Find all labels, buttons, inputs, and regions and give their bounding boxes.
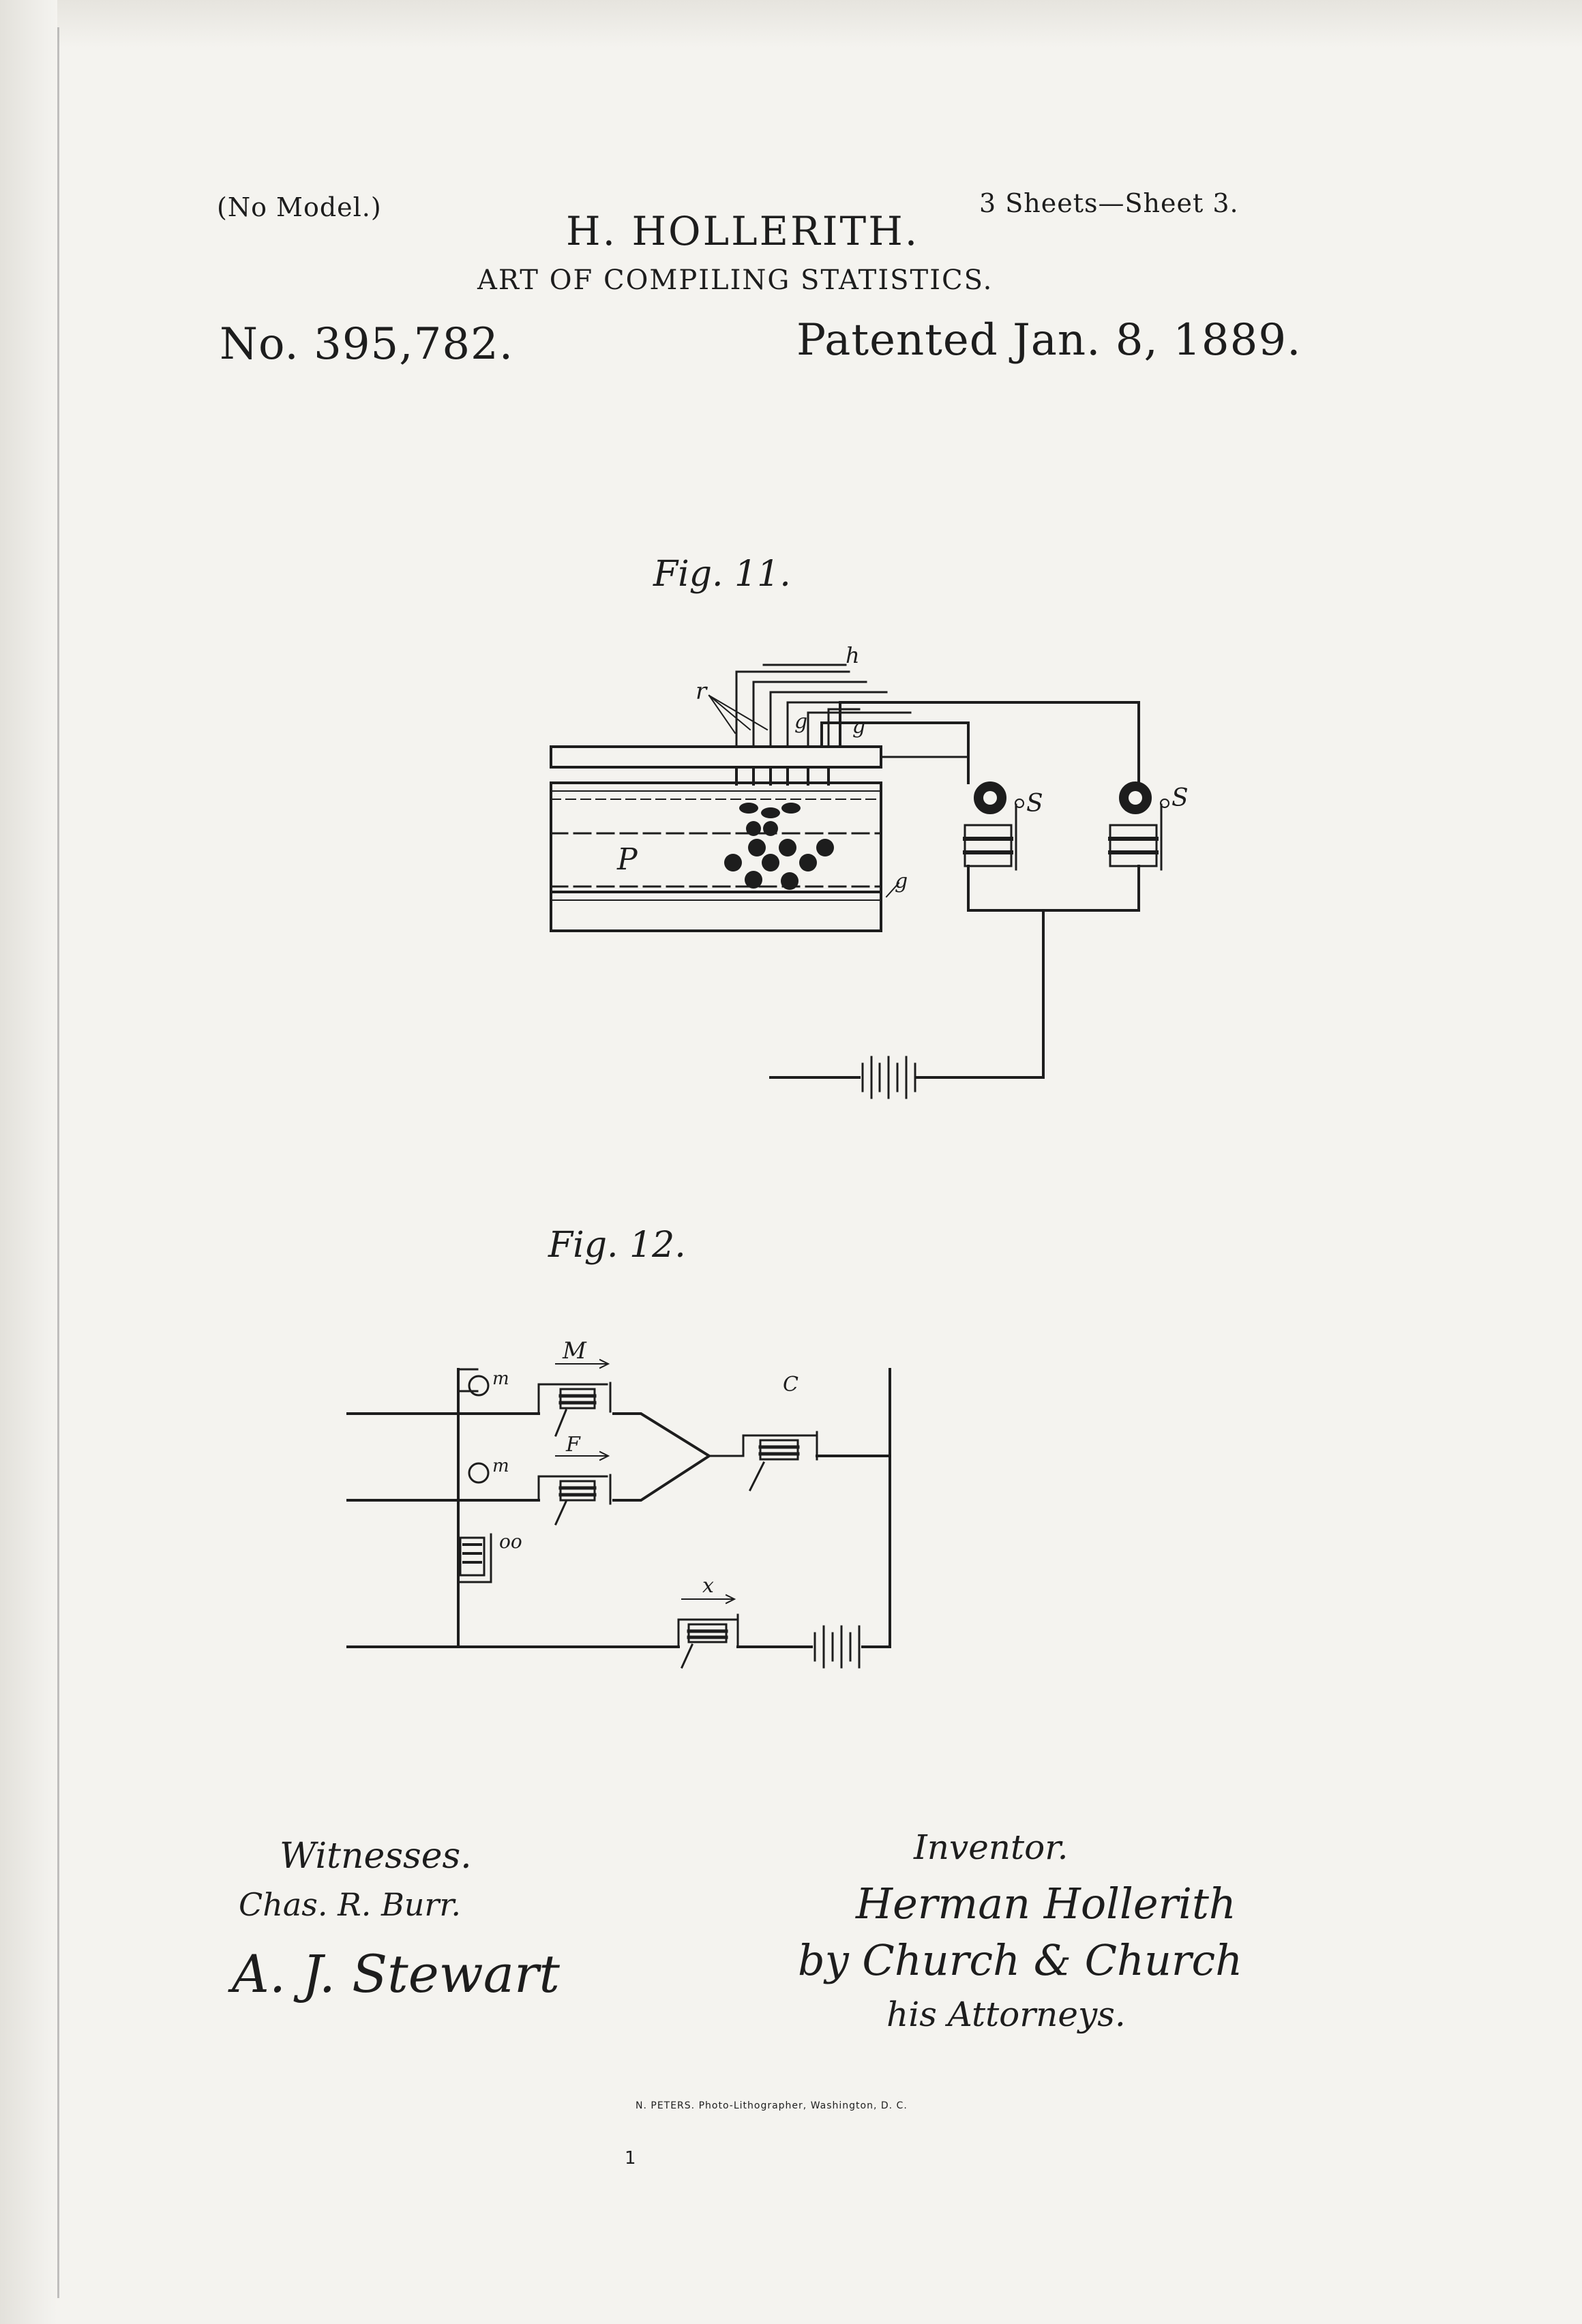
fig-11-letter-s2: S <box>1171 784 1189 812</box>
card-holes <box>724 803 834 890</box>
fig-12-letter-x: x <box>702 1574 714 1598</box>
fig-12-battery <box>814 1625 861 1669</box>
fig-12-label: Fig. 12. <box>548 1225 686 1266</box>
witness-2-signature: A. J. Stewart <box>232 1943 560 2004</box>
relay-m <box>559 1388 596 1410</box>
fig-12-letter-m1: m <box>492 1369 509 1389</box>
fig-12-letter-c: C <box>783 1373 799 1397</box>
fig-11-drawing <box>550 664 1169 1099</box>
fig-11-letter-r: r <box>696 678 708 705</box>
inventor-label: Inventor. <box>914 1828 1069 1867</box>
contact-plate <box>550 745 882 769</box>
patent-number: No. 395,782. <box>220 319 514 370</box>
fig-12-letter-oo: oo <box>499 1530 522 1553</box>
fig-11-battery <box>861 1056 916 1099</box>
no-model-note: (No Model.) <box>217 192 382 222</box>
relay-c <box>759 1439 799 1461</box>
relay-f <box>559 1480 596 1502</box>
fig-12-letter-f: F <box>565 1433 581 1457</box>
lamp-m1 <box>468 1375 490 1397</box>
witness-1-signature: Chas. R. Burr. <box>239 1886 461 1923</box>
page-mark: 1 <box>625 2148 636 2169</box>
scan-top-edge <box>0 0 1582 48</box>
page-fold-line <box>57 27 59 2298</box>
witnesses-label: Witnesses. <box>280 1836 472 1877</box>
scan-left-edge <box>0 0 57 2324</box>
fig-12-letter-m2: m <box>492 1456 509 1476</box>
fig-11-letter-g1: g <box>794 710 807 734</box>
fig-11-label: Fig. 11. <box>653 554 791 595</box>
fig-11-letter-h: h <box>846 642 860 668</box>
bell-s2 <box>1108 781 1169 871</box>
inventor-signature: Herman Hollerith <box>856 1879 1236 1928</box>
fig-12-letter-m-upper: M <box>562 1337 587 1365</box>
attorneys-signature: by Church & Church <box>798 1935 1243 1985</box>
fig-11-letter-s1: S <box>1026 790 1043 818</box>
patent-subject: ART OF COMPILING STATISTICS. <box>477 265 994 296</box>
inventor-name-heading: H. HOLLERITH. <box>566 208 920 254</box>
fig-11-letter-g2: g <box>852 715 865 739</box>
bell-s1 <box>963 781 1024 871</box>
lamp-m2 <box>468 1462 490 1484</box>
attorneys-label: his Attorneys. <box>886 1995 1126 2034</box>
patent-date: Patented Jan. 8, 1889. <box>796 315 1302 366</box>
lithographer-credit: N. PETERS. Photo-Lithographer, Washingto… <box>636 2100 908 2111</box>
fig-11-letter-g3: g <box>895 869 908 893</box>
fig-11-letter-p: P <box>616 842 638 877</box>
relay-x <box>687 1623 728 1643</box>
card-plate <box>550 781 882 893</box>
fig-12-drawing <box>346 1358 891 1669</box>
relay-oo <box>459 1536 486 1577</box>
card-bed <box>550 891 882 932</box>
sheet-indicator: 3 Sheets—Sheet 3. <box>979 188 1239 218</box>
